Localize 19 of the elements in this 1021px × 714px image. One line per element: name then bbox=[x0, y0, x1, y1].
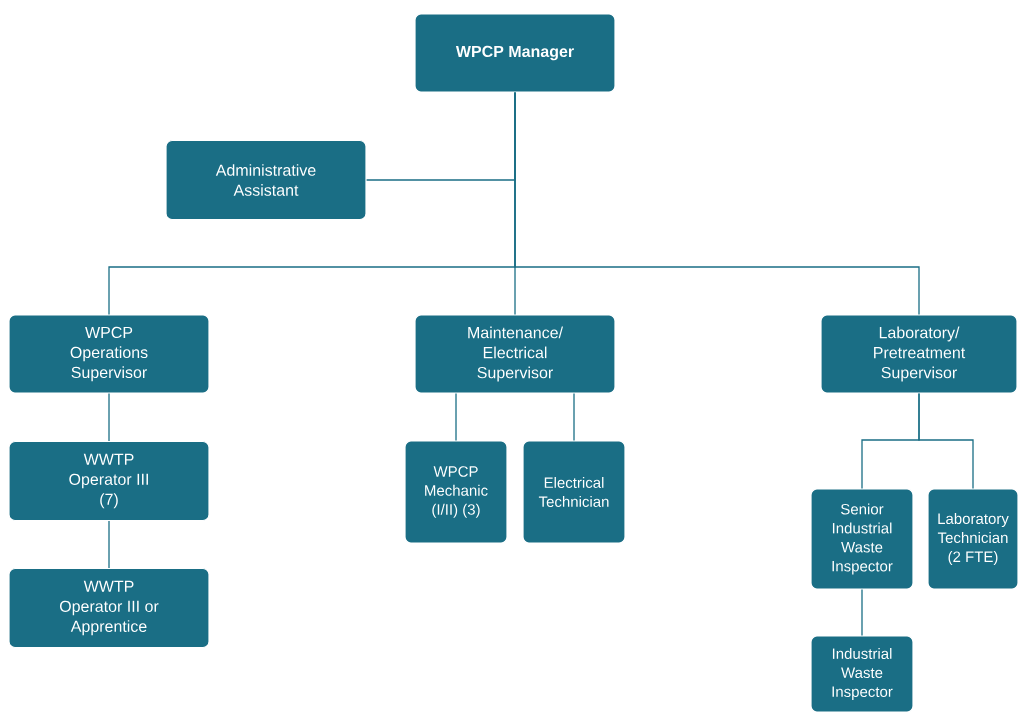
org-box: WPCP Mechanic (I/II) (3) bbox=[404, 440, 508, 544]
org-box: Senior Industrial Waste Inspector bbox=[810, 488, 914, 590]
org-box: Maintenance/ Electrical Supervisor bbox=[414, 314, 616, 394]
org-box: Laboratory Technician (2 FTE) bbox=[927, 488, 1019, 590]
org-box: WWTP Operator III or Apprentice bbox=[8, 567, 210, 649]
connector-line bbox=[108, 392, 110, 442]
connector-line bbox=[861, 588, 863, 637]
org-box: Laboratory/ Pretreatment Supervisor bbox=[820, 314, 1018, 394]
connector-line bbox=[108, 520, 110, 569]
org-box: WPCP Operations Supervisor bbox=[8, 314, 210, 394]
connector-line bbox=[514, 91, 920, 316]
connector-line bbox=[573, 392, 575, 442]
org-box: WWTP Operator III (7) bbox=[8, 440, 210, 522]
org-box: Industrial Waste Inspector bbox=[810, 635, 914, 713]
org-box: Electrical Technician bbox=[522, 440, 626, 544]
org-box: WPCP Manager bbox=[414, 13, 616, 93]
connector-line bbox=[455, 392, 457, 442]
org-box: Administrative Assistant bbox=[165, 139, 367, 221]
connector-line bbox=[918, 392, 974, 490]
